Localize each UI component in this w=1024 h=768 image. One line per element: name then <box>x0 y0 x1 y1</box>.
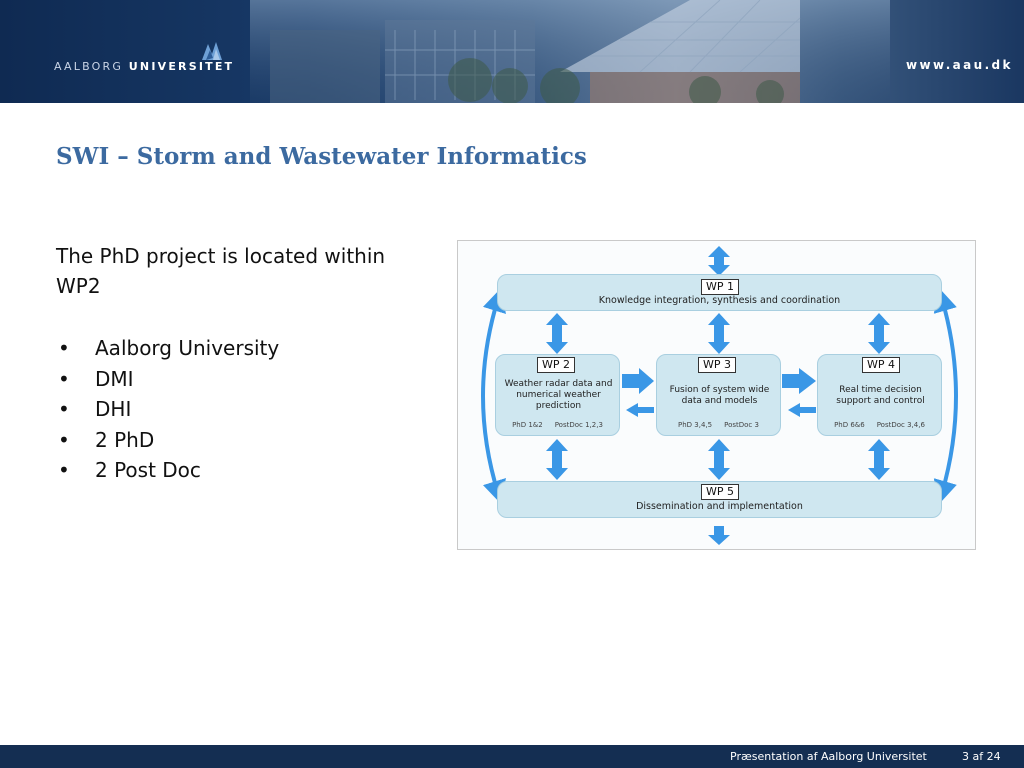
wp3-tag: WP 3 <box>698 357 737 373</box>
wp5-description: Dissemination and implementation <box>636 501 803 512</box>
logo-word-universitet: UNIVERSITET <box>128 60 235 73</box>
arrow-bottom <box>708 526 730 545</box>
footer-bar: Præsentation af Aalborg Universitet 3 af… <box>0 745 1024 768</box>
arrow-wp1-wp3 <box>708 313 730 354</box>
wp2-description: Weather radar data and numerical weather… <box>504 379 613 411</box>
arrow-wp3-to-wp4 <box>782 368 816 394</box>
list-item-text: DHI <box>95 397 132 421</box>
wp4-box: WP 4 Real time decision support and cont… <box>817 354 942 436</box>
wp2-tag: WP 2 <box>537 357 576 373</box>
wp3-staff: PhD 3,4,5 PostDoc 3 <box>657 421 780 429</box>
wp4-description: Real time decision support and control <box>836 385 925 406</box>
list-item: • DHI <box>56 394 279 425</box>
arrow-wp1-wp4 <box>868 313 890 354</box>
arrow-wp4-wp5 <box>868 439 890 480</box>
work-package-diagram: WP 1 Knowledge integration, synthesis an… <box>457 240 976 550</box>
wp5-box: WP 5 Dissemination and implementation <box>497 481 942 518</box>
diagram-arrows <box>481 246 958 545</box>
wp1-description: Knowledge integration, synthesis and coo… <box>598 295 841 306</box>
list-item: • Aalborg University <box>56 333 279 364</box>
wp4-tag: WP 4 <box>862 357 901 373</box>
site-url[interactable]: www.aau.dk <box>906 58 1013 72</box>
list-item-text: DMI <box>95 366 134 391</box>
wp2-box: WP 2 Weather radar data and numerical we… <box>495 354 620 436</box>
wp4-phd: PhD 6&6 <box>834 421 865 429</box>
wp3-box: WP 3 Fusion of system wide data and mode… <box>656 354 781 436</box>
list-item-text: 2 PhD <box>95 427 155 452</box>
intro-text: The PhD project is located within WP2 <box>56 244 386 298</box>
arrow-wp2-wp5 <box>546 439 568 480</box>
wp2-staff: PhD 1&2 PostDoc 1,2,3 <box>496 421 619 429</box>
logo-wordmark: AALBORG UNIVERSITET <box>54 60 234 73</box>
list-item: • DMI <box>56 364 279 395</box>
bullet-list: • Aalborg University • DMI • DHI • 2 PhD • 2 … <box>56 333 279 486</box>
header-banner: AALBORG UNIVERSITET www.aau.dk <box>0 0 1024 103</box>
list-item-text: 2 Post Doc <box>95 458 201 482</box>
arrow-right-loop <box>933 287 958 505</box>
aau-logo[interactable]: AALBORG UNIVERSITET <box>54 36 254 86</box>
list-item: • 2 Post Doc <box>56 455 279 486</box>
arrow-wp3-wp5 <box>708 439 730 480</box>
wp5-tag: WP 5 <box>701 484 740 500</box>
wp4-postdoc: PostDoc 3,4,6 <box>876 421 925 429</box>
arrow-top <box>708 246 730 276</box>
aau-emblem-icon <box>202 42 222 60</box>
wp3-phd: PhD 3,4,5 <box>678 421 713 429</box>
wp4-staff: PhD 6&6 PostDoc 3,4,6 <box>818 421 941 429</box>
bullet-marker: • <box>58 458 70 482</box>
wp3-description: Fusion of system wide data and models <box>669 385 770 406</box>
wp1-box: WP 1 Knowledge integration, synthesis an… <box>497 274 942 311</box>
bullet-marker: • <box>58 397 70 421</box>
arrow-left-loop <box>481 287 506 505</box>
slide-title: SWI – Storm and Wastewater Informatics <box>56 143 587 170</box>
wp2-phd: PhD 1&2 <box>512 421 543 429</box>
page-number: 3 af 24 <box>962 750 1001 763</box>
list-item: • 2 PhD <box>56 425 279 456</box>
arrow-wp2-to-wp3 <box>622 368 654 394</box>
list-item-text: Aalborg University <box>95 336 280 360</box>
footer-label: Præsentation af Aalborg Universitet <box>730 750 927 763</box>
bullet-marker: • <box>58 366 70 391</box>
logo-word-aalborg: AALBORG <box>54 60 124 73</box>
wp3-postdoc: PostDoc 3 <box>724 421 759 429</box>
arrow-wp4-to-wp3 <box>788 403 816 417</box>
bullet-marker: • <box>58 336 70 360</box>
arrow-wp1-wp2 <box>546 313 568 354</box>
wp2-postdoc: PostDoc 1,2,3 <box>554 421 603 429</box>
wp1-tag: WP 1 <box>701 279 740 295</box>
bullet-marker: • <box>58 427 70 452</box>
campus-photo <box>250 0 890 103</box>
arrow-wp3-to-wp2 <box>626 403 654 417</box>
